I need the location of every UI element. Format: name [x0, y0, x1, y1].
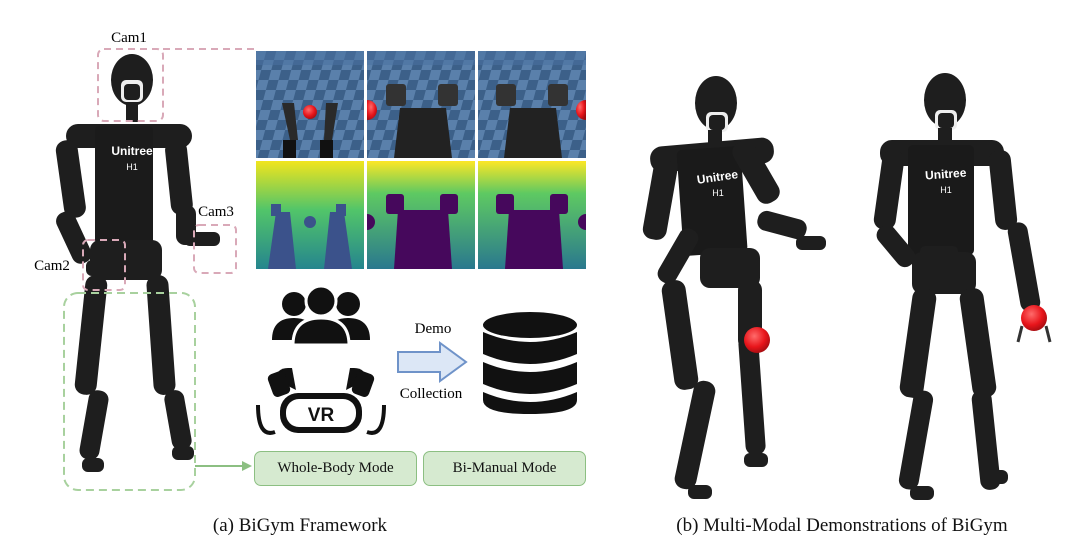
- depth-row: [256, 161, 586, 269]
- red-ball-1: [744, 327, 770, 353]
- right-arrow-icon: [397, 341, 468, 383]
- right-robot-1-brand: Unitree: [696, 167, 739, 187]
- cam2-box: [82, 239, 126, 291]
- left-robot: [55, 54, 220, 472]
- left-robot-brand: Unitree: [111, 144, 153, 158]
- database-icon: [483, 312, 577, 414]
- demo-label: Demo: [415, 321, 452, 337]
- cam1-label: Cam1: [111, 30, 147, 46]
- rgb-row: [256, 51, 586, 158]
- right-robot-2-model: H1: [940, 185, 952, 195]
- right-robot-1: [642, 76, 826, 499]
- cam1-box: [97, 48, 164, 122]
- collection-label: Collection: [400, 386, 463, 402]
- bi-manual-mode-box: Bi-Manual Mode: [423, 451, 586, 486]
- caption-right: (b) Multi-Modal Demonstrations of BiGym: [676, 515, 1008, 536]
- camera-boxes: [82, 48, 255, 291]
- cam3-box: [193, 224, 237, 274]
- user-group-icon: [272, 284, 370, 347]
- right-robot-2: [873, 73, 1041, 500]
- caption-left: (a) BiGym Framework: [212, 515, 388, 536]
- leg-box: [63, 292, 196, 491]
- cam2-label: Cam2: [34, 258, 70, 274]
- vr-headset-icon: [256, 368, 386, 435]
- vr-label: VR: [308, 405, 335, 426]
- cam3-label: Cam3: [198, 204, 234, 220]
- rgb-cam1: [256, 51, 364, 158]
- right-robot-2-brand: Unitree: [925, 166, 968, 183]
- left-robot-model: H1: [126, 162, 138, 172]
- whole-body-mode-box: Whole-Body Mode: [254, 451, 417, 486]
- red-ball-2: [1021, 305, 1047, 331]
- right-robot-1-model: H1: [712, 188, 724, 198]
